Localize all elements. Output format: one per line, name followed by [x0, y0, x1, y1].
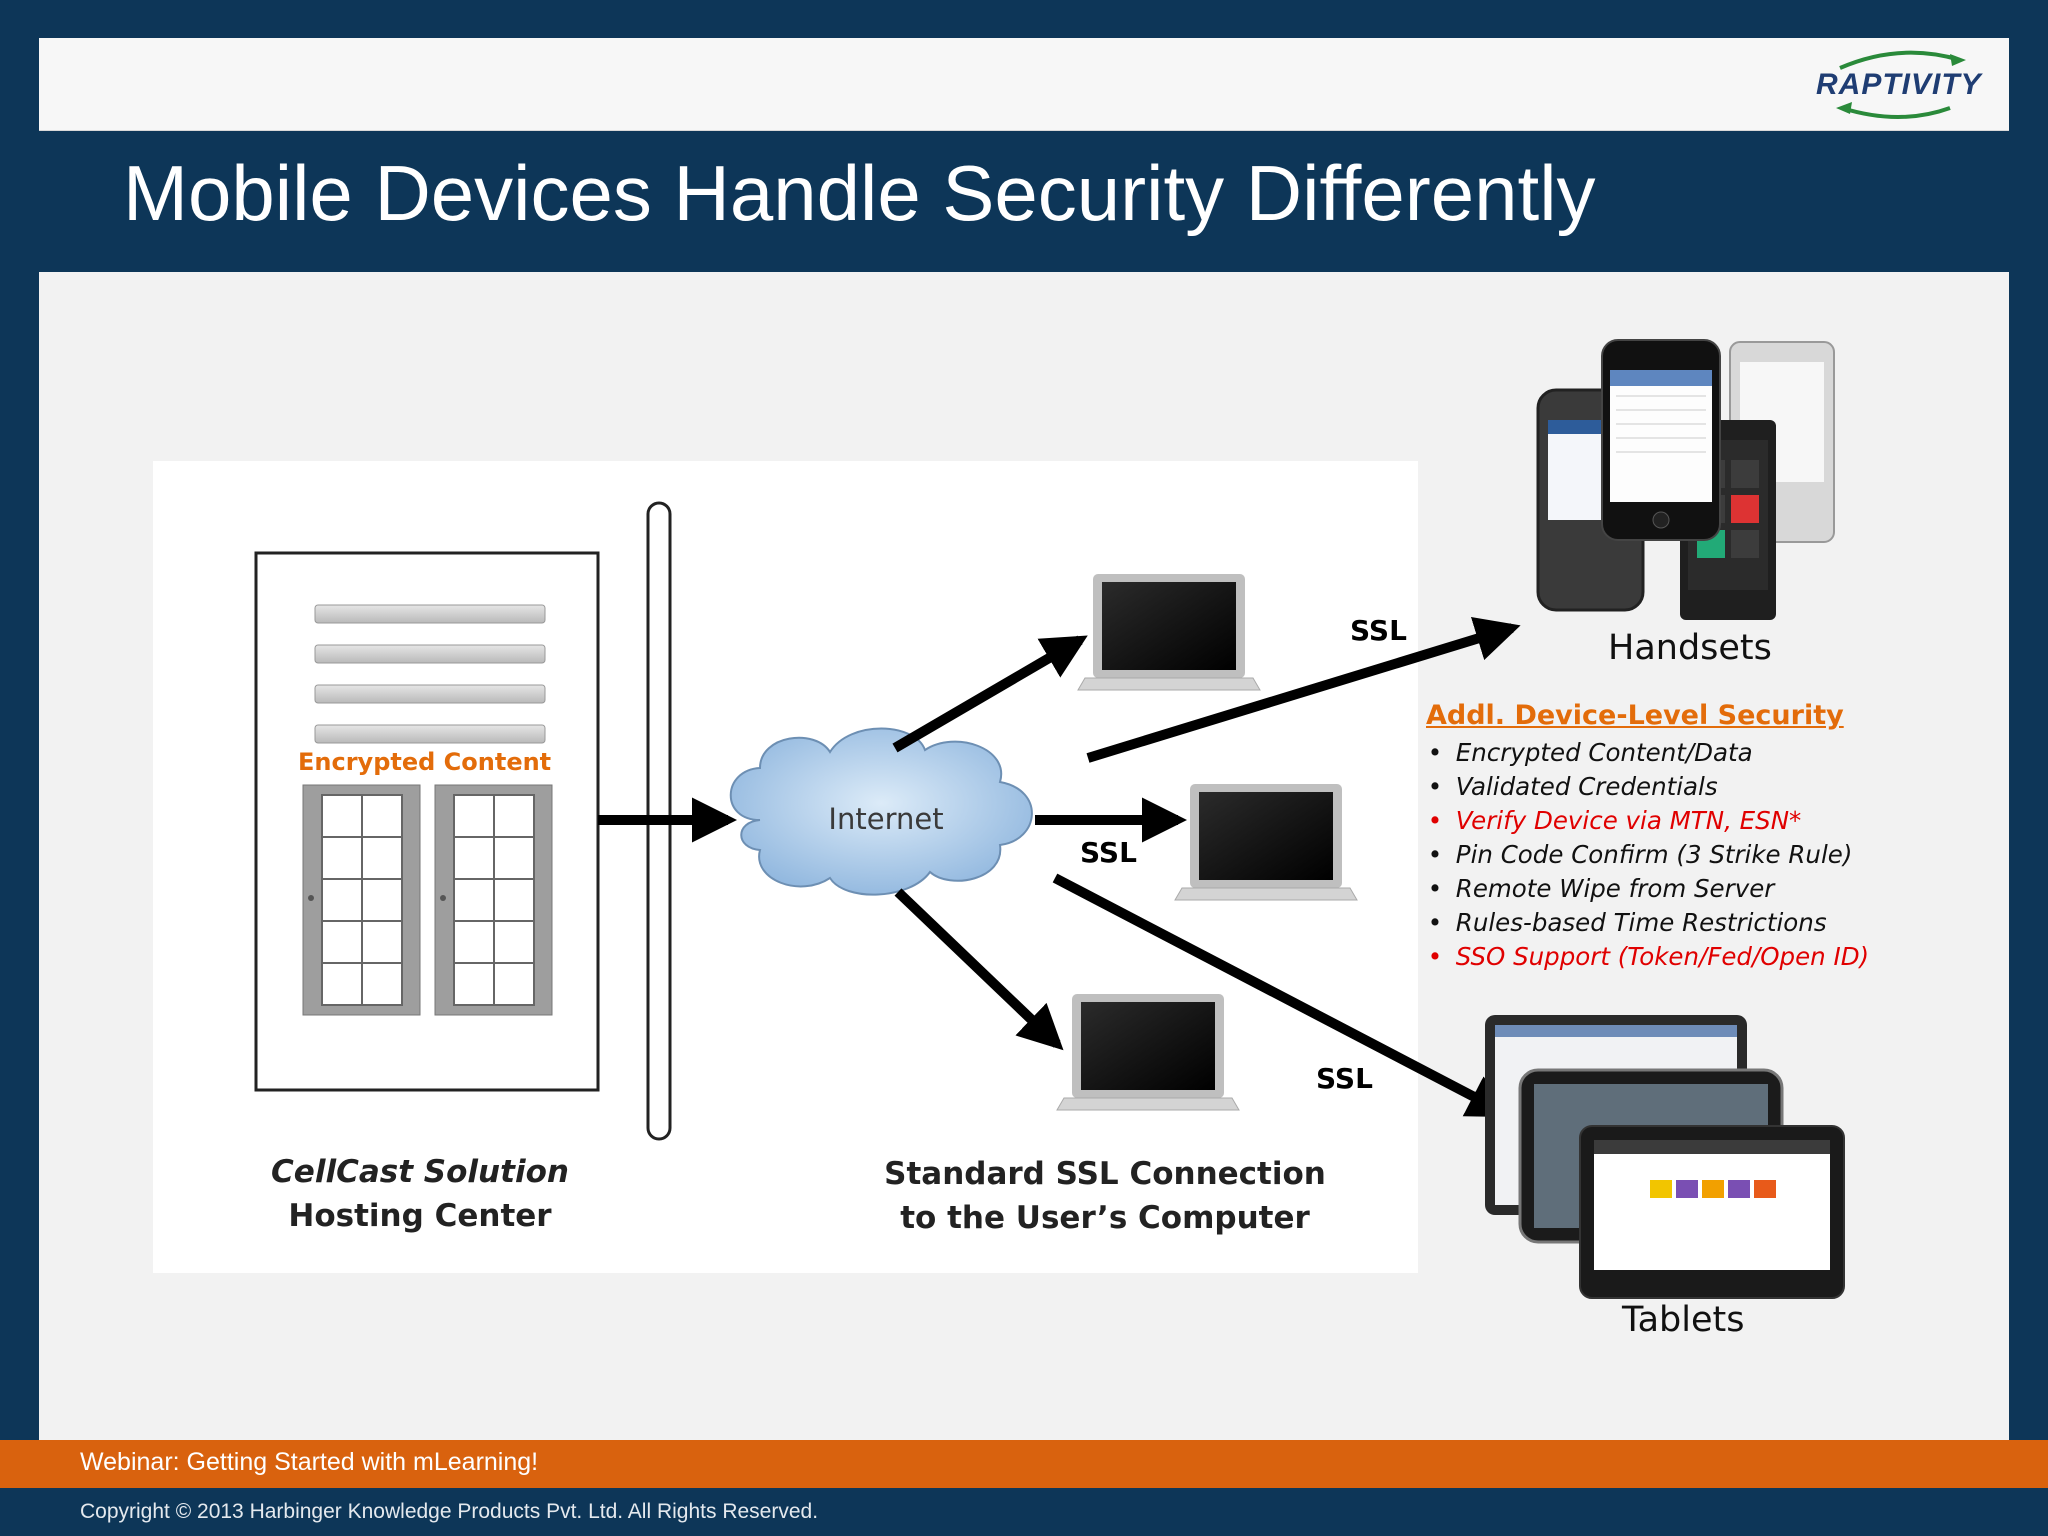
ssl-label-laptop: SSL: [1080, 836, 1137, 869]
arrow-to-laptop-top: [892, 635, 1088, 753]
caption-line: Hosting Center: [288, 1198, 552, 1234]
arrow-to-laptop-bottom: [894, 888, 1064, 1051]
security-item: • Rules-based Time Restrictions: [1427, 908, 1827, 937]
raptivity-logo: RAPTIVITY: [1800, 46, 2000, 122]
laptop-icon: [1174, 784, 1358, 901]
ssl-label-tablets: SSL: [1316, 1062, 1373, 1095]
security-item: • Remote Wipe from Server: [1427, 874, 1775, 903]
encrypted-content-label: Encrypted Content: [298, 748, 552, 776]
laptop-icon: [1077, 574, 1261, 691]
handsets-label: Handsets: [1608, 628, 1772, 668]
caption-line: to the User’s Computer: [900, 1200, 1310, 1236]
caption-line: Standard SSL Connection: [884, 1156, 1326, 1192]
security-list: • Encrypted Content/Data • Validated Cre…: [1422, 736, 1869, 974]
security-heading: Addl. Device-Level Security: [1426, 700, 1844, 731]
footer-bar: [0, 1440, 2048, 1488]
ssl-label-handsets: SSL: [1350, 614, 1407, 647]
server-cabinet-icon: [434, 784, 553, 1016]
arrow-to-handsets: [1086, 617, 1521, 763]
hosting-center: [254, 551, 600, 1092]
handsets-image: [1536, 339, 1835, 620]
tablets-label: Tablets: [1622, 1300, 1745, 1340]
security-item: • Validated Credentials: [1427, 772, 1718, 801]
slide-title: Mobile Devices Handle Security Different…: [123, 149, 1596, 237]
server-rack-units: [314, 604, 546, 744]
caption-line: CellCast Solution: [271, 1154, 569, 1190]
security-item: • Verify Device via MTN, ESN*: [1427, 806, 1802, 835]
footer-webinar-title: Webinar: Getting Started with mLearning!: [80, 1448, 539, 1476]
security-item: • Encrypted Content/Data: [1427, 738, 1753, 767]
logo-text: RAPTIVITY: [1816, 68, 1982, 101]
internet-label: Internet: [828, 802, 943, 836]
footer-copyright: Copyright © 2013 Harbinger Knowledge Pro…: [80, 1500, 819, 1523]
security-item: • Pin Code Confirm (3 Strike Rule): [1427, 840, 1853, 869]
header-band: [39, 38, 2009, 131]
logo-swoosh-icon: [1836, 50, 1966, 119]
ssl-connection-caption: Standard SSL Connection to the User’s Co…: [880, 1152, 1330, 1240]
internet-cloud-icon: [729, 727, 1033, 896]
hosting-center-caption: CellCast Solution Hosting Center: [240, 1150, 600, 1238]
arrow-to-tablets: [1052, 873, 1513, 1118]
security-item: • SSO Support (Token/Fed/Open ID): [1427, 942, 1870, 971]
server-cabinet-icon: [302, 784, 421, 1016]
laptop-icon: [1056, 994, 1240, 1111]
tablets-image: [1485, 1015, 1845, 1299]
